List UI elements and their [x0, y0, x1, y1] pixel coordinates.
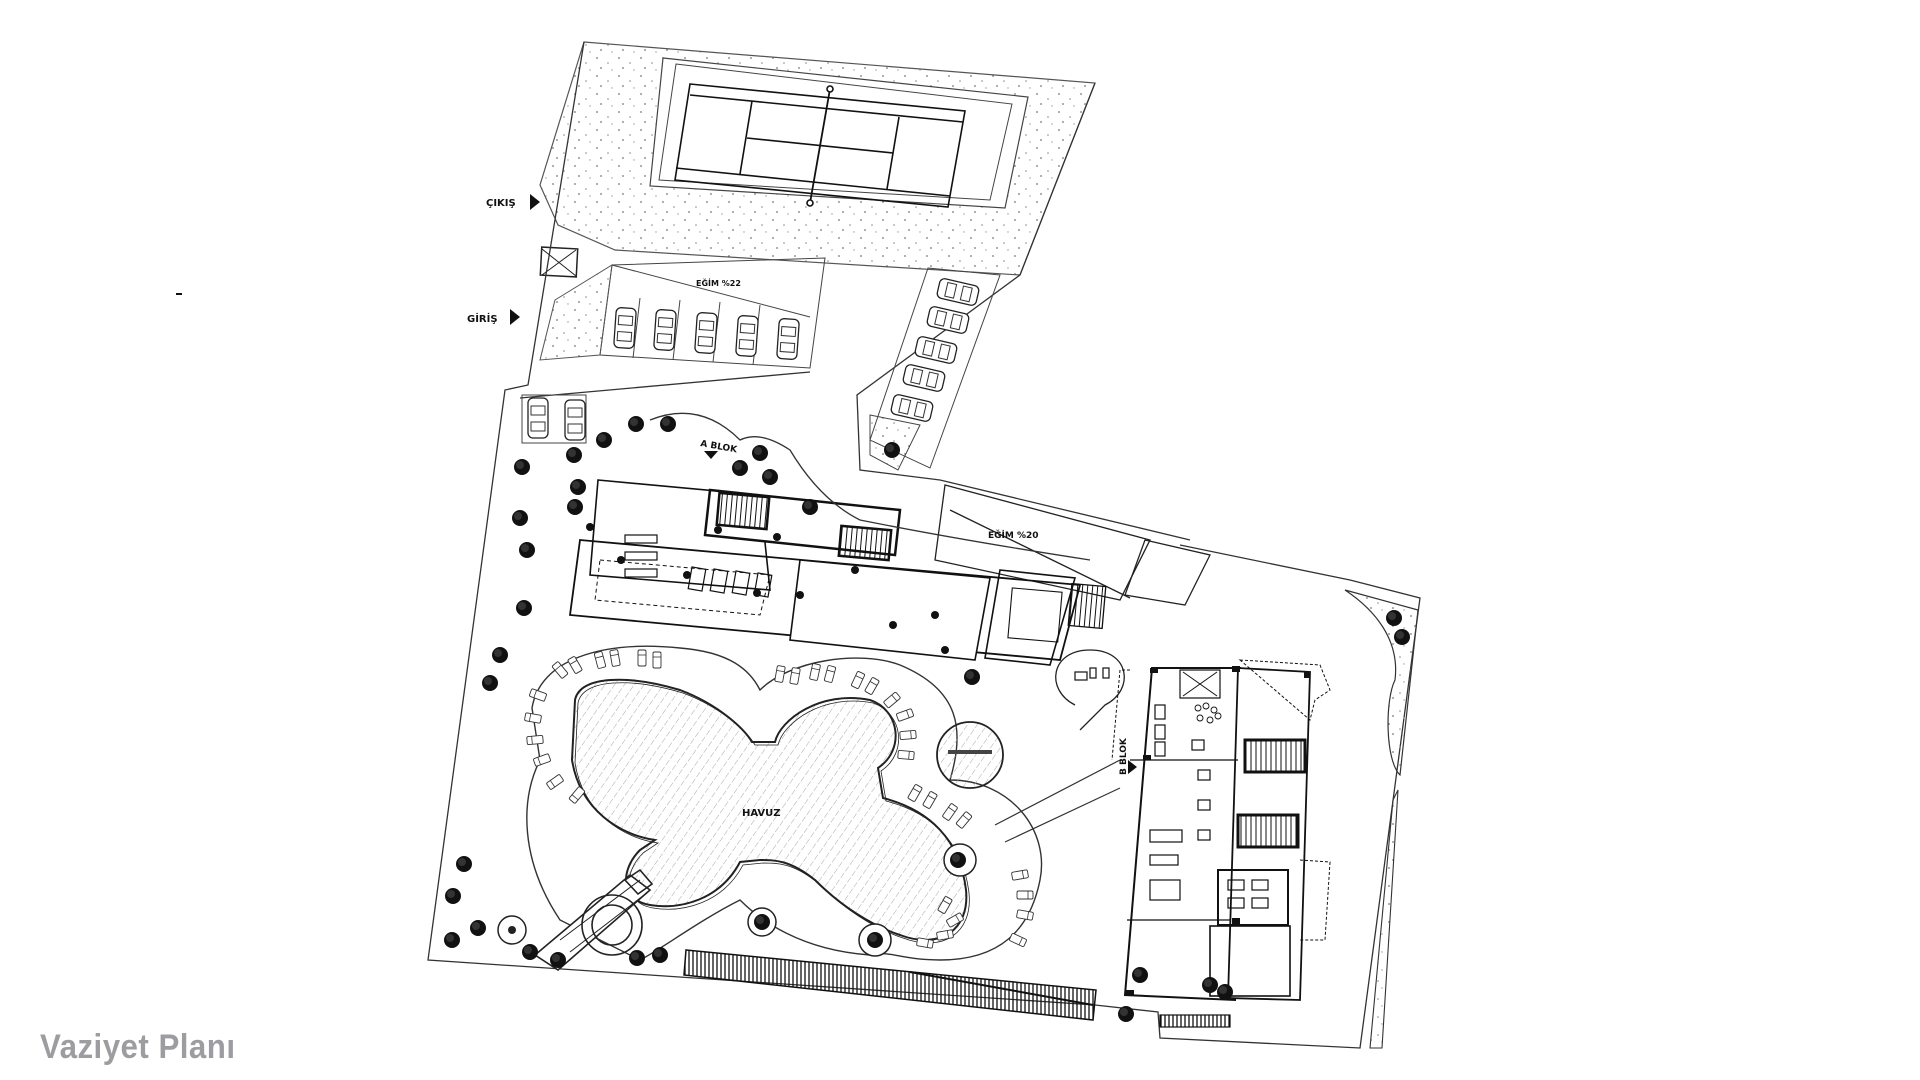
entrance-marker: GİRİŞ	[467, 309, 520, 325]
block-a-arrow-icon	[704, 451, 718, 459]
svg-text:B BLOK: B BLOK	[1119, 737, 1129, 775]
block-b-label: B BLOK	[1119, 737, 1137, 775]
parking-ramp-cars	[889, 277, 981, 423]
slope-ramp-label: EĞİM %20	[988, 529, 1039, 541]
block-a-building	[568, 479, 1107, 666]
south-steps	[1159, 1014, 1231, 1028]
tennis-court	[674, 83, 966, 208]
block-b-building	[1111, 659, 1331, 1002]
parking-left	[521, 394, 587, 444]
site-boundary	[427, 41, 1421, 1049]
terrace-paving	[533, 868, 654, 972]
east-planting-strip	[1344, 589, 1419, 1049]
exit-marker: ÇIKIŞ	[486, 194, 540, 210]
exit-arrow-icon	[530, 194, 540, 210]
south-wall-band	[683, 949, 1097, 1021]
pool-deck-outline	[526, 645, 1043, 961]
svg-text:A BLOK: A BLOK	[699, 439, 738, 455]
tree-icon	[884, 442, 900, 458]
kiosk	[1055, 649, 1125, 731]
pool-label: HAVUZ	[742, 808, 781, 819]
parking-ramp	[869, 267, 1001, 471]
spiral-stair	[497, 915, 527, 945]
svg-text:ÇIKIŞ: ÇIKIŞ	[486, 198, 516, 209]
parking-top-cars	[612, 306, 801, 361]
entrance-arrow-icon	[510, 309, 520, 325]
stray-mark	[176, 293, 182, 295]
small-pool	[936, 721, 1004, 789]
svg-text:GİRİŞ: GİRİŞ	[467, 311, 498, 325]
block-a-label: A BLOK	[699, 439, 739, 459]
block-b-arrow-icon	[1128, 760, 1137, 774]
plan-title: Vaziyet Planı	[40, 1028, 236, 1066]
pool-planters	[747, 843, 977, 957]
landscape-curve	[649, 412, 1091, 561]
pool-path	[994, 759, 1121, 843]
slope-parking-label: EĞİM %22	[696, 277, 741, 288]
parking-top	[539, 257, 826, 369]
